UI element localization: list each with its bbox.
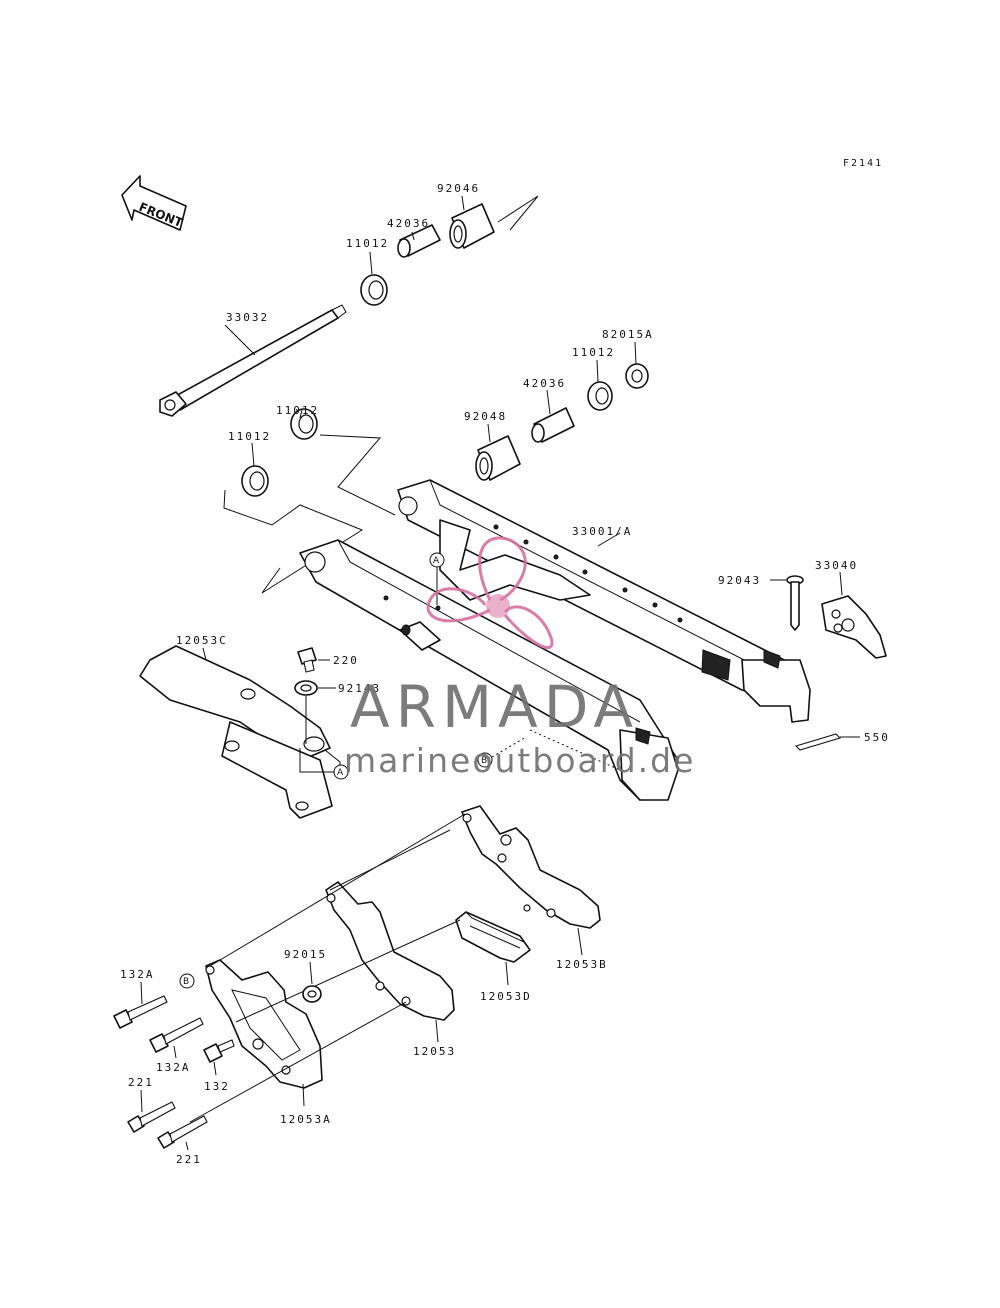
label-11012-mid: 11012 <box>276 404 319 417</box>
label-42036-right: 42036 <box>523 377 566 390</box>
front-arrow-icon: FRONT <box>121 175 187 231</box>
label-12053D: 12053D <box>480 990 532 1003</box>
leader-132A-2 <box>173 1045 177 1059</box>
watermark: ARMADA marineoutboard.de <box>344 536 695 780</box>
label-132A-2: 132A <box>156 1061 191 1074</box>
leader-42036-right <box>546 389 551 415</box>
bolt-220 <box>297 647 317 673</box>
label-92015: 92015 <box>284 948 327 961</box>
label-42036-top: 42036 <box>387 217 430 230</box>
leader-33032 <box>224 324 256 356</box>
leader-82015A <box>634 341 637 365</box>
axis-line-left <box>223 489 364 594</box>
leader-132 <box>213 1061 217 1076</box>
leader-33001A <box>597 532 621 547</box>
leader-11012-left <box>251 442 255 467</box>
seal-11012-top <box>360 274 388 306</box>
label-12053B: 12053B <box>556 958 608 971</box>
cotter-pin-550 <box>794 733 842 751</box>
label-11012-right: 11012 <box>572 346 615 359</box>
chain-adjuster-33040 <box>821 595 887 659</box>
leader-92048 <box>487 423 491 443</box>
guard-plate-12053A <box>205 959 323 1089</box>
label-92046: 92046 <box>437 182 480 195</box>
leader-11012-top <box>369 251 373 275</box>
leader-132A-1 <box>140 981 143 1005</box>
guide-plate-12053B <box>461 805 601 929</box>
label-12053A: 12053A <box>280 1113 332 1126</box>
label-11012-top: 11012 <box>346 237 389 250</box>
ref-circle-b1 <box>477 752 493 768</box>
watermark-tagline: marineoutboard.de <box>344 741 695 780</box>
label-12053: 12053 <box>413 1045 456 1058</box>
seal-11012-mid <box>290 408 318 440</box>
ref-circle-b2 <box>179 973 195 989</box>
bearing-92046 <box>449 203 495 249</box>
seal-11012-right <box>587 381 613 411</box>
label-221-2: 221 <box>176 1153 202 1166</box>
ref-b2: B <box>183 977 189 987</box>
axis-plate-3 <box>189 1001 407 1123</box>
ref-a1: A <box>433 556 440 566</box>
label-33001A: 33001/A <box>572 525 632 538</box>
figure-code: F2141 <box>843 158 883 169</box>
leader-42036-top <box>411 231 415 241</box>
label-221-1: 221 <box>128 1076 154 1089</box>
label-33040: 33040 <box>815 559 858 572</box>
leader-12053B <box>577 927 583 956</box>
chain-guide-12053C <box>139 645 333 819</box>
guide-plate-12053 <box>325 881 455 1021</box>
leader-92046 <box>461 195 465 211</box>
washer-92143 <box>294 680 318 696</box>
bolt-132 <box>203 1039 235 1063</box>
axis-line-top <box>497 195 539 231</box>
nut-92015 <box>302 985 322 1003</box>
ref-circle-a2 <box>333 764 349 780</box>
leader-11012-right <box>596 359 599 383</box>
propeller-logo-icon <box>426 536 554 649</box>
bolt-132A-2 <box>149 1017 204 1053</box>
seal-11012-left <box>241 465 269 497</box>
label-550: 550 <box>864 731 890 744</box>
label-33032: 33032 <box>226 311 269 324</box>
label-92043: 92043 <box>718 574 761 587</box>
label-92048: 92048 <box>464 410 507 423</box>
label-132A-1: 132A <box>120 968 155 981</box>
leader-12053D <box>505 961 509 986</box>
pivot-shaft-33032 <box>159 304 347 417</box>
sleeve-42036-right <box>531 407 575 443</box>
sleeve-42036-top <box>397 224 441 258</box>
label-82015A: 82015A <box>602 328 654 341</box>
leader-221-1 <box>140 1089 143 1113</box>
axis-line-right <box>319 434 396 516</box>
label-11012-left: 11012 <box>228 430 271 443</box>
leader-33040 <box>839 571 843 596</box>
nut-82015A <box>625 363 649 389</box>
axis-plate-4 <box>329 829 451 891</box>
ref-a2: A <box>337 768 344 778</box>
axis-plate-1 <box>209 813 466 967</box>
label-220: 220 <box>333 654 359 667</box>
leader-11012-mid <box>299 409 303 419</box>
pin-92043 <box>786 575 804 631</box>
label-92143: 92143 <box>338 682 381 695</box>
bolt-132A-1 <box>113 995 168 1029</box>
axis-plate-2 <box>235 919 461 1023</box>
leader-12053 <box>435 1019 439 1043</box>
swingarm-33001A <box>299 479 811 801</box>
leader-92015 <box>309 961 313 985</box>
leader-221-2 <box>185 1141 189 1151</box>
bolt-221-2 <box>157 1115 208 1149</box>
watermark-brand: ARMADA <box>350 673 639 741</box>
bearing-92048 <box>475 435 521 481</box>
leader-12053C <box>202 647 207 661</box>
bolt-221-1 <box>127 1101 176 1133</box>
ref-b1: B <box>481 756 487 766</box>
leader-12053A <box>302 1083 305 1107</box>
label-132: 132 <box>204 1080 230 1093</box>
label-12053C: 12053C <box>176 634 228 647</box>
slider-pad-12053D <box>455 911 531 963</box>
